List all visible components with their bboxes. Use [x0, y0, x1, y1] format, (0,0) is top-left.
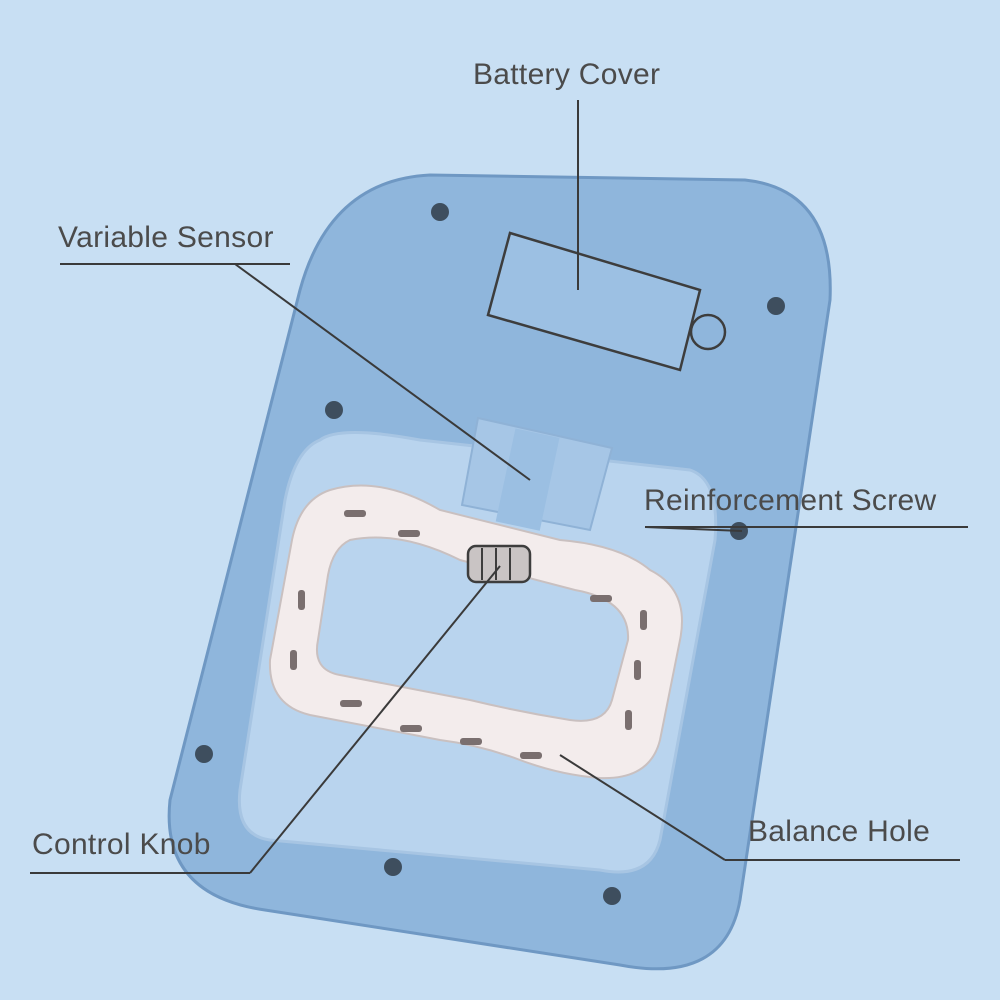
label-variable-sensor: Variable Sensor — [58, 221, 274, 254]
label-balance-hole: Balance Hole — [748, 815, 931, 848]
screw-top-right — [767, 297, 785, 315]
leader-variable-sensor — [234, 263, 531, 481]
screw-bottom-mid — [384, 858, 402, 876]
screw-mid-left — [325, 401, 343, 419]
screw-top-left — [431, 203, 449, 221]
screw-bottom-right — [603, 887, 621, 905]
grip-handle — [268, 484, 683, 780]
leader-control-knob — [249, 565, 501, 874]
label-reinforcement-screw: Reinforcement Screw — [644, 484, 937, 517]
label-battery-cover: Battery Cover — [473, 58, 661, 91]
leader-reinforcement-screw — [644, 526, 743, 532]
leader-balance-hole — [559, 754, 726, 861]
variable-sensor — [460, 416, 614, 532]
battery-cover — [486, 231, 727, 372]
control-knob — [466, 544, 532, 584]
label-control-knob: Control Knob — [32, 828, 211, 861]
screw-bottom-left — [195, 745, 213, 763]
leader-lines — [30, 100, 968, 874]
